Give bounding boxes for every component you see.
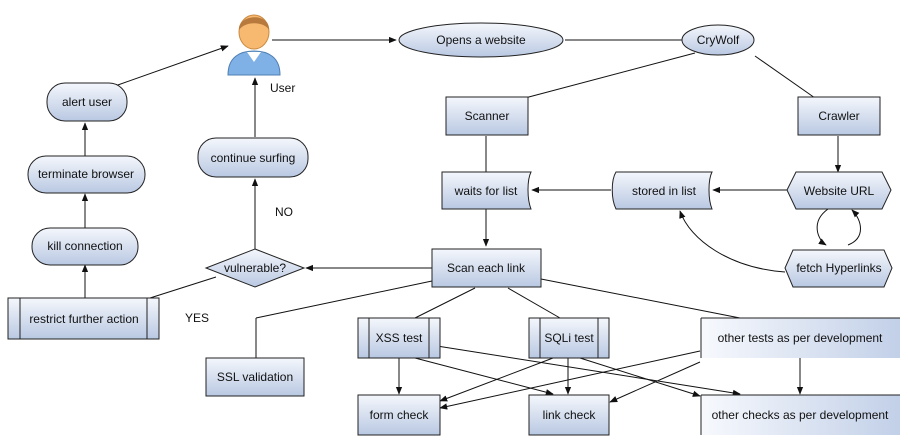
continue-surfing-node: continue surfing [197, 137, 309, 178]
other-tests-label: other tests as per development [718, 331, 883, 345]
restrict-further-action-node: restrict further action [7, 297, 160, 340]
edge-fetch-to-stored [679, 210, 786, 273]
edge-sqli-to-form [439, 357, 554, 402]
waits-for-list-node: waits for list [441, 171, 532, 210]
xss-test-label: XSS test [376, 331, 423, 345]
form-check-node: form check [357, 394, 441, 436]
restrict-further-action-label: restrict further action [29, 312, 138, 326]
link-check-label: link check [543, 408, 597, 422]
edge-other-tests-to-form [439, 350, 701, 410]
vulnerable-label: vulnerable? [224, 261, 286, 275]
edge-crywolf-scanner [524, 52, 696, 99]
ssl-validation-node: SSL validation [205, 357, 305, 397]
scan-each-link-node: Scan each link [431, 248, 542, 288]
alert-user-node: alert user [46, 82, 128, 122]
fetch-hyperlinks-label: fetch Hyperlinks [796, 261, 881, 275]
edge-alert-to-user [114, 45, 229, 87]
sqli-test-label: SQLi test [544, 331, 594, 345]
terminate-browser-label: terminate browser [38, 167, 134, 181]
kill-connection-node: kill connection [31, 227, 139, 266]
yes-label: YES [185, 311, 209, 325]
continue-surfing-label: continue surfing [211, 151, 296, 165]
crywolf-node: CryWolf [681, 24, 755, 56]
scanner-label: Scanner [465, 109, 510, 123]
other-tests-node: other tests as per development [700, 317, 900, 358]
no-label: NO [275, 205, 293, 219]
fetch-hyperlinks-node: fetch Hyperlinks [784, 249, 893, 288]
alert-user-label: alert user [62, 95, 112, 109]
edge-url-to-fetch [816, 208, 829, 246]
other-checks-label: other checks as per development [712, 408, 889, 422]
xss-test-node: XSS test [357, 317, 441, 359]
kill-connection-label: kill connection [47, 239, 122, 253]
edge-sqli-to-other-checks [579, 357, 701, 397]
crywolf-label: CryWolf [697, 33, 740, 47]
user-label: User [270, 81, 295, 95]
vulnerable-decision-node: vulnerable? [204, 248, 306, 288]
edge-fetch-to-url [847, 209, 861, 246]
link-check-node: link check [528, 394, 610, 436]
edge-scan-to-ssl [255, 280, 433, 319]
website-url-node: Website URL [786, 171, 892, 210]
edge-vulnerable-to-restrict [149, 276, 217, 299]
edge-xss-to-other-checks [436, 345, 741, 397]
scanner-node: Scanner [445, 96, 529, 136]
form-check-label: form check [370, 408, 430, 422]
website-url-label: Website URL [804, 184, 875, 198]
user-icon [227, 14, 281, 76]
edge-crywolf-crawler [754, 55, 816, 99]
waits-for-list-label: waits for list [454, 184, 518, 198]
stored-in-list-node: stored in list [611, 171, 713, 210]
crawler-label: Crawler [818, 109, 859, 123]
sqli-test-node: SQLi test [528, 317, 610, 359]
edge-scan-to-xss [414, 287, 476, 319]
edges [81, 36, 861, 410]
scan-each-link-label: Scan each link [447, 261, 526, 275]
edge-xss-to-link [414, 357, 554, 396]
edge-other-tests-to-link [609, 361, 701, 403]
edge-scan-to-other-tests [540, 278, 741, 319]
other-checks-node: other checks as per development [700, 394, 900, 435]
edge-scan-to-sqli [507, 287, 561, 319]
crawler-node: Crawler [797, 96, 881, 136]
opens-website-label: Opens a website [436, 33, 526, 47]
ssl-validation-label: SSL validation [217, 370, 293, 384]
opens-website-node: Opens a website [398, 22, 564, 58]
stored-in-list-label: stored in list [632, 184, 697, 198]
terminate-browser-node: terminate browser [27, 155, 146, 194]
